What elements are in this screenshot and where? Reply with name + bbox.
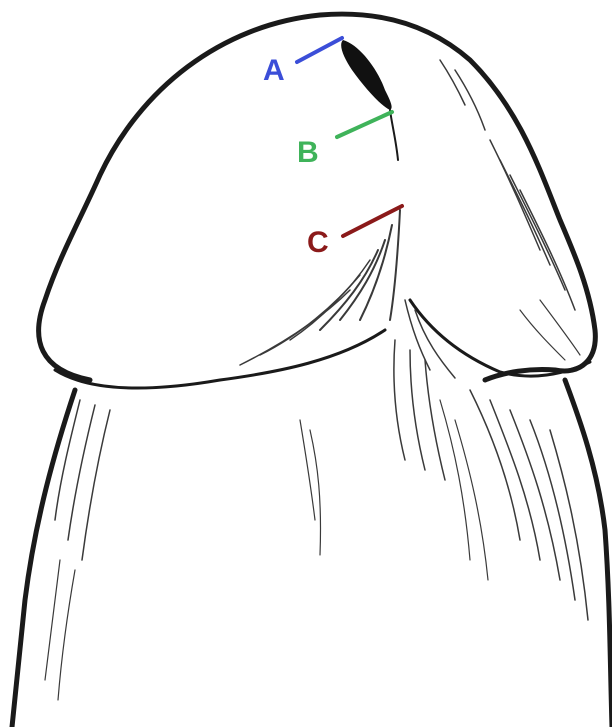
label-c-leader <box>341 204 404 238</box>
meatus-mark <box>341 40 392 110</box>
label-c: C <box>307 226 329 259</box>
meatus-tail <box>389 109 399 161</box>
shaft-left-outline <box>9 387 78 727</box>
glans-outline <box>36 11 598 383</box>
corona-rim-right <box>408 298 592 378</box>
corona-rim <box>53 328 387 390</box>
label-b: B <box>297 136 319 169</box>
shaft-central-shading <box>299 339 446 556</box>
shaft-right-shading <box>439 389 589 621</box>
label-a-leader <box>295 36 344 64</box>
shaft-left-shading <box>44 399 111 701</box>
glans-right-shading <box>439 59 581 361</box>
label-b-leader <box>335 110 394 139</box>
frenulum-shading <box>239 209 456 379</box>
label-a: A <box>263 54 285 87</box>
shaft-right-outline <box>562 377 612 727</box>
